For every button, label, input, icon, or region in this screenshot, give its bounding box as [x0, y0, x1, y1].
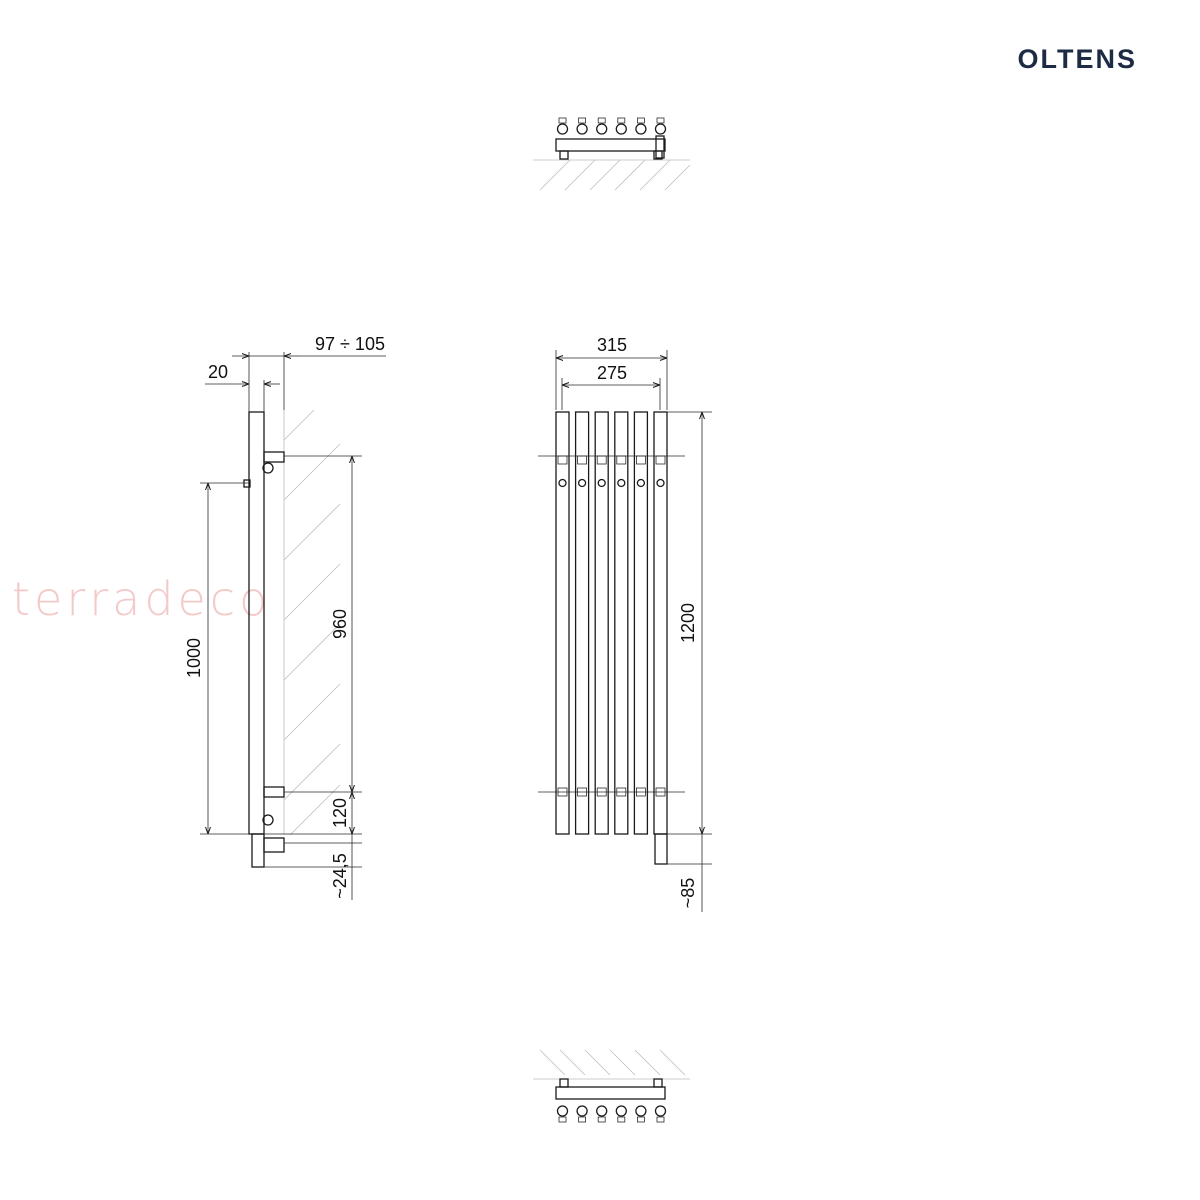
- label-side-height: 1000: [184, 638, 204, 678]
- side-view: 97 ÷ 105 20 1000 960 120 ~24,5: [184, 334, 386, 900]
- top-tube-head: [556, 123, 569, 135]
- bottom-tube-head: [556, 1105, 569, 1117]
- top-tube-head: [654, 123, 667, 135]
- top-tube-group: [556, 117, 667, 135]
- front-tube-group: [555, 411, 668, 835]
- front-tube: [633, 411, 649, 835]
- front-tube-hole: [577, 478, 587, 488]
- side-extension-lines: [200, 352, 362, 868]
- front-tube: [614, 411, 629, 835]
- top-tube-cap: [617, 117, 626, 124]
- side-lower-valve: [262, 814, 274, 826]
- bottom-view: [533, 1049, 690, 1123]
- bottom-tube-head: [635, 1105, 647, 1117]
- front-tube: [594, 411, 609, 835]
- side-heater-connector: [263, 837, 285, 853]
- top-header-bar: [555, 138, 666, 152]
- bottom-header-bar: [555, 1086, 666, 1100]
- top-wall-hatch: [533, 159, 691, 191]
- front-tube-clamp: [616, 455, 627, 465]
- top-bracket-left: [559, 150, 569, 160]
- front-tube-hole: [558, 478, 567, 488]
- bottom-tube-head: [654, 1105, 667, 1117]
- front-tube-clamp: [577, 455, 587, 465]
- bottom-tube-cap: [558, 1116, 567, 1123]
- label-connection-spacing: 960: [330, 609, 350, 639]
- front-tube: [653, 411, 668, 835]
- bottom-tube-head: [615, 1105, 627, 1117]
- label-front-height: 1200: [678, 603, 698, 643]
- label-front-bottom-offset: ~85: [678, 878, 698, 909]
- top-tube-head: [576, 123, 588, 135]
- front-tube-hole: [617, 478, 626, 488]
- brand-logo: OLTENS: [1017, 44, 1137, 74]
- top-tube-cap: [578, 117, 586, 124]
- front-tube-clamp: [655, 455, 666, 465]
- top-tube-cap: [656, 117, 665, 124]
- front-tube: [574, 411, 590, 835]
- front-tube-hole: [656, 478, 665, 488]
- top-tube-head: [635, 123, 647, 135]
- label-front-total-width: 315: [597, 335, 627, 355]
- label-front-inner-width: 275: [597, 363, 627, 383]
- top-bracket-right: [653, 150, 663, 160]
- bottom-bracket-left: [559, 1078, 569, 1088]
- side-heater-element: [251, 833, 265, 868]
- label-side-tube-depth: 20: [208, 362, 228, 382]
- top-heater-element: [655, 135, 665, 159]
- bottom-tube-head: [576, 1105, 588, 1117]
- watermark: terradeco: [12, 572, 272, 626]
- top-tube-cap: [637, 117, 645, 124]
- top-view: [533, 117, 691, 191]
- side-wall-hatch: [283, 409, 341, 836]
- top-tube-head: [596, 123, 608, 135]
- front-tube-clamp: [636, 455, 646, 465]
- bottom-tube-cap: [597, 1116, 606, 1123]
- bottom-tube-head: [596, 1105, 608, 1117]
- top-tube-cap: [558, 117, 567, 124]
- bottom-tube-cap: [617, 1116, 626, 1123]
- bottom-wall-hatch: [533, 1049, 690, 1080]
- bottom-tube-cap: [578, 1116, 586, 1123]
- bottom-tube-group: [556, 1105, 667, 1123]
- bottom-bracket-right: [653, 1078, 663, 1088]
- front-view: 315 275 1200 ~85: [538, 335, 712, 912]
- bottom-tube-cap: [656, 1116, 665, 1123]
- side-lower-bracket: [263, 786, 285, 798]
- front-heater-element: [654, 833, 668, 865]
- front-tube-clamp: [557, 455, 568, 465]
- label-side-total-depth: 97 ÷ 105: [315, 334, 385, 354]
- top-tube-head: [615, 123, 627, 135]
- label-side-bottom-offset: ~24,5: [330, 853, 350, 899]
- front-wall-lines: [538, 455, 685, 793]
- front-tube-hole: [597, 478, 606, 488]
- top-tube-cap: [597, 117, 606, 124]
- front-tube-hole: [636, 478, 646, 488]
- front-tube-clamp: [596, 455, 607, 465]
- side-bleed-valve: [243, 479, 251, 488]
- side-tube-profile: [248, 411, 265, 835]
- bottom-tube-cap: [637, 1116, 645, 1123]
- front-tube: [555, 411, 570, 835]
- side-upper-bracket: [263, 451, 285, 463]
- label-bottom-connection: 120: [330, 798, 350, 828]
- side-upper-valve: [262, 462, 274, 474]
